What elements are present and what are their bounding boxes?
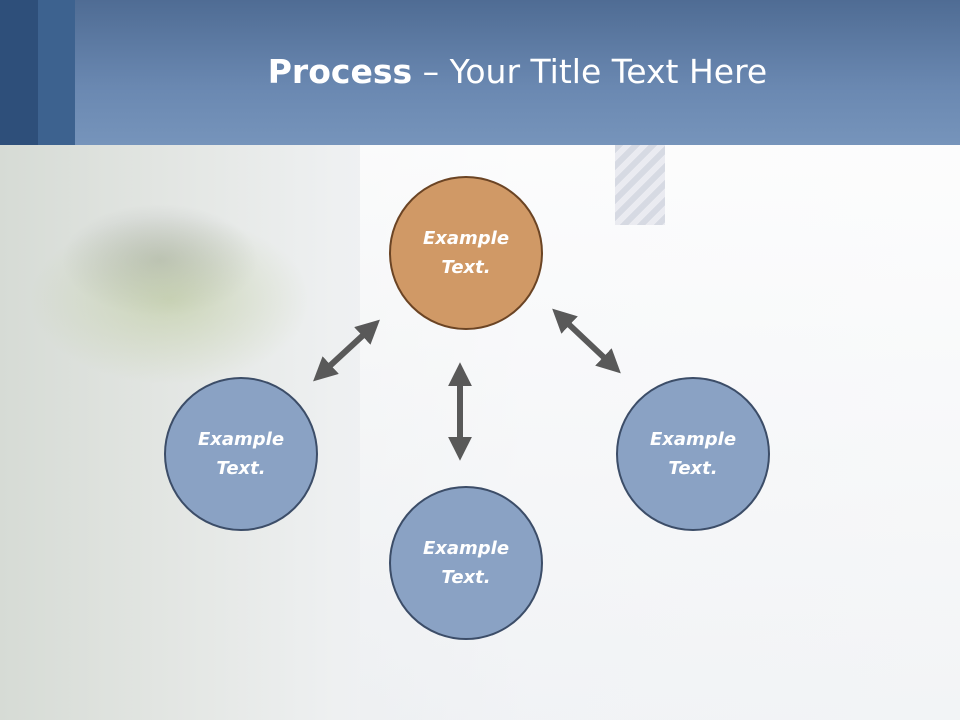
title-header-band: Process – Your Title Text Here — [0, 0, 960, 145]
node-top-line2: Text. — [441, 257, 491, 278]
node-bottom-line1: Example — [422, 538, 510, 559]
process-node-right[interactable]: Example Text. — [616, 377, 770, 531]
process-node-bottom[interactable]: Example Text. — [389, 486, 543, 640]
process-node-left[interactable]: Example Text. — [164, 377, 318, 531]
node-left-line1: Example — [197, 429, 285, 450]
node-bottom-line2: Text. — [441, 567, 491, 588]
arrow-top-left[interactable] — [313, 319, 380, 382]
tie-photo-detail — [615, 145, 665, 225]
arrow-top-right[interactable] — [552, 308, 621, 374]
slide-title-bold: Process — [267, 52, 413, 91]
node-right-line1: Example — [649, 429, 737, 450]
header-accent-strip-dark — [0, 0, 38, 145]
header-accent-strip — [38, 0, 75, 145]
slide-title-rest: – Your Title Text Here — [412, 52, 768, 91]
slide-title[interactable]: Process – Your Title Text Here — [75, 52, 960, 91]
node-right-line2: Text. — [668, 458, 718, 479]
process-node-top[interactable]: Example Text. — [389, 176, 543, 330]
node-left-line2: Text. — [216, 458, 266, 479]
node-top-line1: Example — [422, 228, 510, 249]
